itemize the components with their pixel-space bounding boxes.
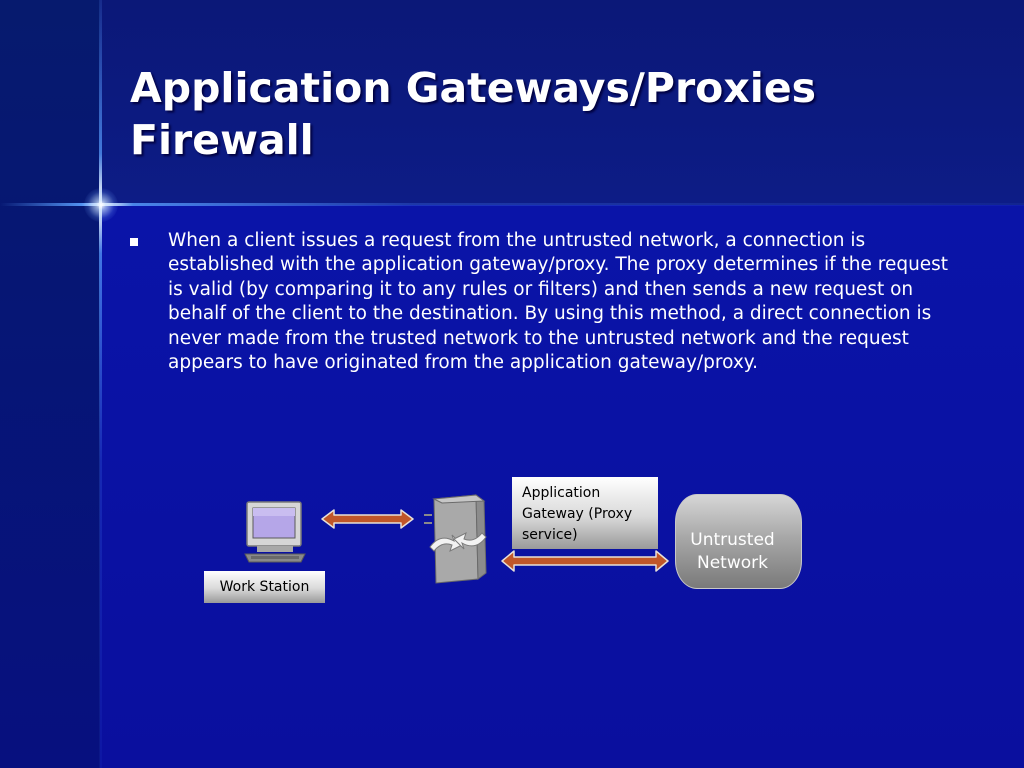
untrusted-network-label: Untrusted Network	[676, 529, 789, 575]
proxy-server-icon	[424, 493, 487, 584]
workstation-computer-icon	[244, 501, 306, 563]
vertical-accent-line	[99, 0, 102, 768]
header-background	[100, 0, 1024, 205]
bullet-item: When a client issues a request from the …	[130, 229, 950, 375]
bullet-text: When a client issues a request from the …	[168, 230, 949, 374]
slide-title: Application Gateways/Proxies Firewall	[130, 62, 990, 166]
untrusted-network-node: Untrusted Network	[675, 494, 802, 589]
gateway-label-line-3: service)	[522, 527, 578, 543]
untrusted-label-line-2: Network	[697, 553, 768, 573]
star-flare-icon	[84, 188, 118, 222]
bullet-square-icon	[130, 238, 138, 246]
gateway-label: Application Gateway (Proxy service)	[512, 477, 658, 549]
workstation-label: Work Station	[204, 571, 325, 603]
gateway-label-line-1: Application	[522, 485, 601, 501]
gateway-label-line-2: Gateway (Proxy	[522, 506, 633, 522]
title-line-2: Firewall	[130, 116, 314, 164]
title-line-1: Application Gateways/Proxies	[130, 64, 817, 112]
untrusted-label-line-1: Untrusted	[690, 530, 775, 550]
double-arrow-icon	[501, 550, 669, 572]
horizontal-accent-line	[0, 203, 1024, 206]
double-arrow-icon	[321, 509, 414, 529]
left-band	[0, 0, 100, 768]
